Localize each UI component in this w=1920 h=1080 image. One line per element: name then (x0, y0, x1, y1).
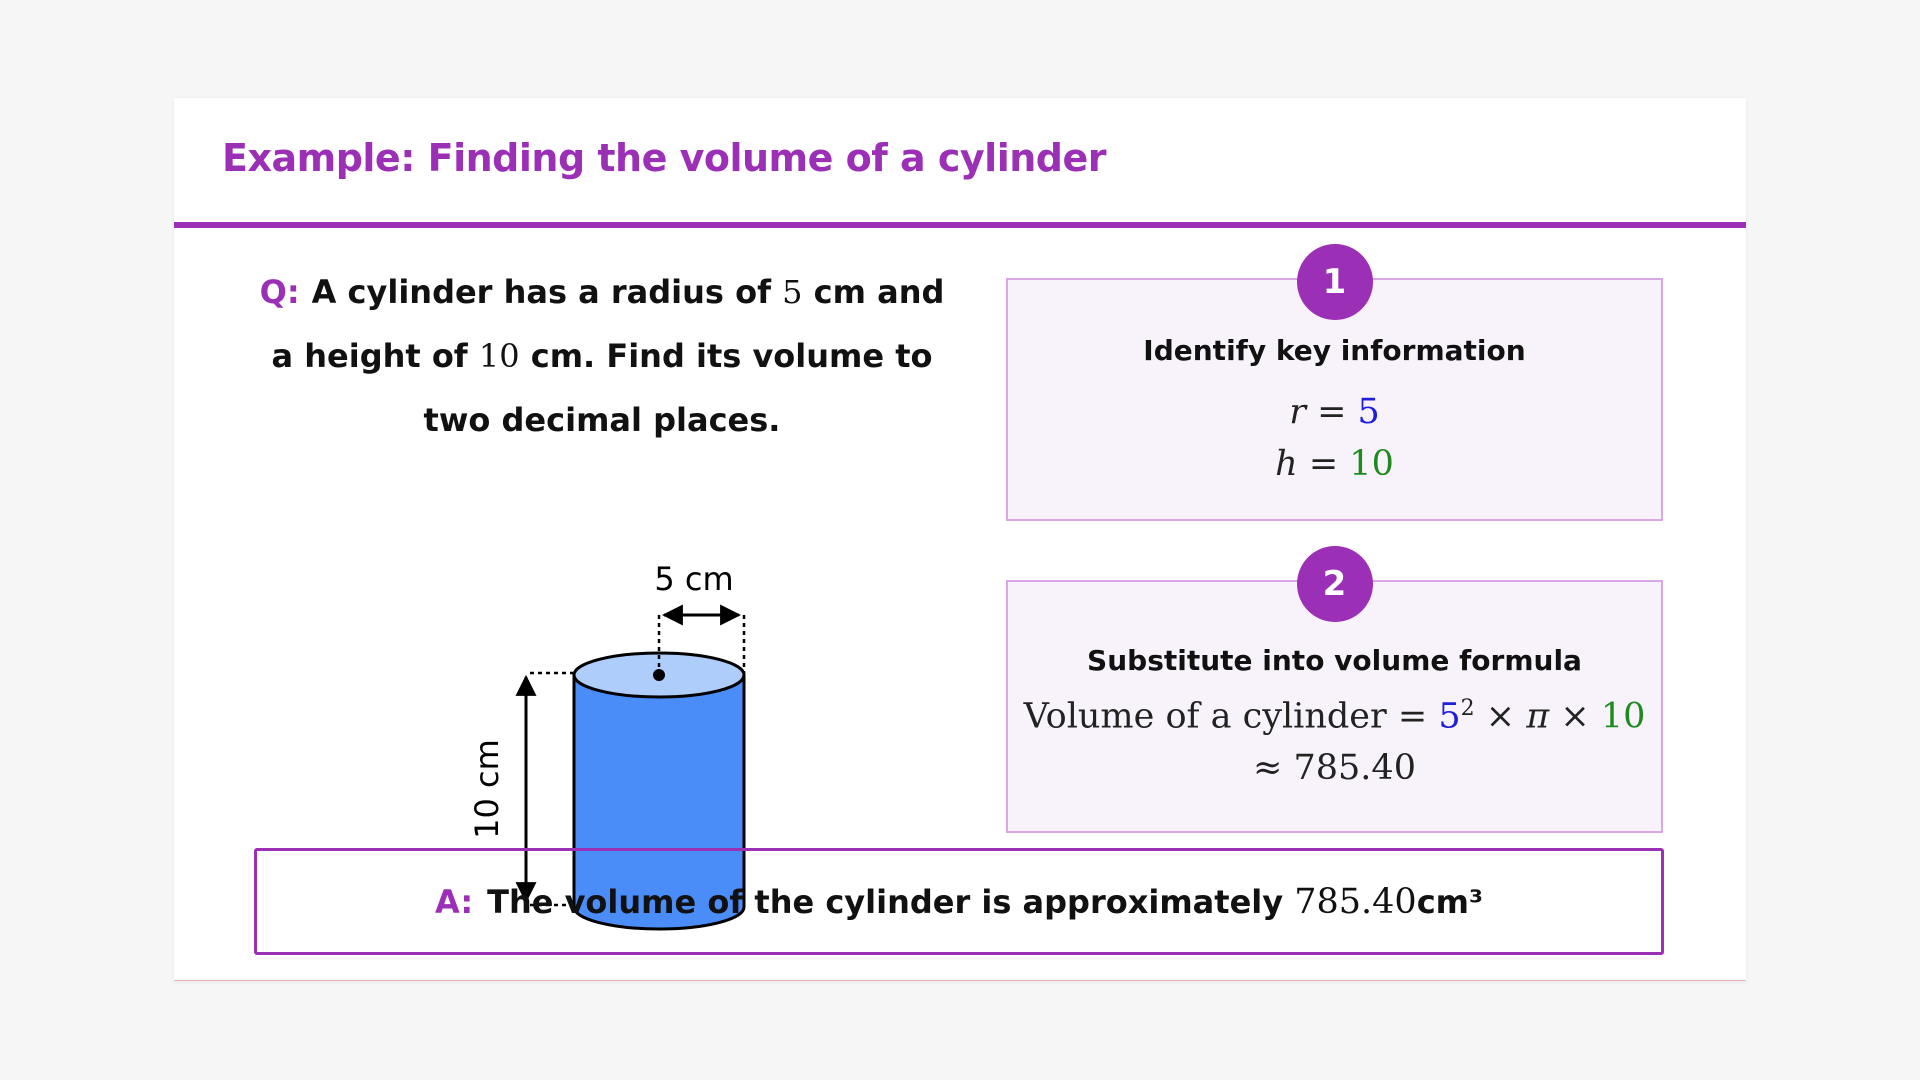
question-height: 10 (478, 337, 520, 375)
volume-result-line: ≈ 785.40 (1008, 748, 1661, 788)
answer-prefix: A: (434, 882, 474, 921)
cylinder-body (572, 673, 746, 931)
step-2-card: 2 Substitute into volume formula Volume … (1006, 546, 1663, 833)
radius-exponent: 2 (1460, 696, 1475, 721)
height-equation: h = 10 (1008, 444, 1661, 484)
h-value: 10 (1349, 444, 1394, 484)
step-1-card: 1 Identify key information r = 5 h = 10 (1006, 244, 1663, 521)
r-value: 5 (1357, 392, 1380, 432)
height-label: 10 cm (474, 739, 506, 839)
answer-box: A: The volume of the cylinder is approxi… (254, 848, 1664, 955)
question-part-1: A cylinder has a radius of (311, 273, 783, 311)
approx-sign: ≈ (1253, 748, 1283, 788)
question-part-2: cm and a height of (271, 273, 945, 375)
volume-lhs: Volume of a cylinder (1023, 696, 1387, 737)
times-sign-1: × (1485, 696, 1516, 737)
question-part-3: cm. Find its volume to two decimal place… (423, 337, 933, 439)
answer-unit: cm³ (1416, 882, 1484, 921)
slide: Example: Finding the volume of a cylinde… (174, 98, 1746, 981)
question-prefix: Q: (259, 273, 300, 311)
volume-result: 785.40 (1293, 748, 1416, 788)
volume-equals: = (1397, 696, 1428, 737)
page-title: Example: Finding the volume of a cylinde… (222, 136, 1107, 180)
radius-label: 5 cm (654, 560, 733, 598)
volume-substitution: Volume of a cylinder = 52 × π × 10 (1008, 696, 1661, 737)
title-divider (174, 222, 1746, 228)
question-radius: 5 (782, 273, 803, 311)
radius-equation: r = 5 (1008, 392, 1661, 432)
question-text: Q: A cylinder has a radius of 5 cm and a … (258, 260, 946, 452)
step-1-title: Identify key information (1143, 334, 1526, 367)
radius-base: 5 (1438, 696, 1461, 737)
cylinder-diagram: 5 cm 10 cm (474, 560, 746, 931)
height-value: 10 (1600, 696, 1646, 737)
step-2-badge: 2 (1296, 546, 1373, 622)
pi-symbol: π (1526, 696, 1550, 737)
r-equals: = (1317, 392, 1347, 432)
times-sign-2: × (1560, 696, 1590, 737)
h-equals: = (1308, 444, 1339, 484)
step-1-badge: 1 (1296, 244, 1373, 320)
answer-text: The volume of the cylinder is approximat… (487, 882, 1284, 921)
answer-value: 785.40 (1294, 881, 1417, 922)
r-variable: r (1289, 392, 1306, 432)
step-2-title: Substitute into volume formula (1087, 644, 1582, 677)
h-variable: h (1275, 444, 1298, 484)
